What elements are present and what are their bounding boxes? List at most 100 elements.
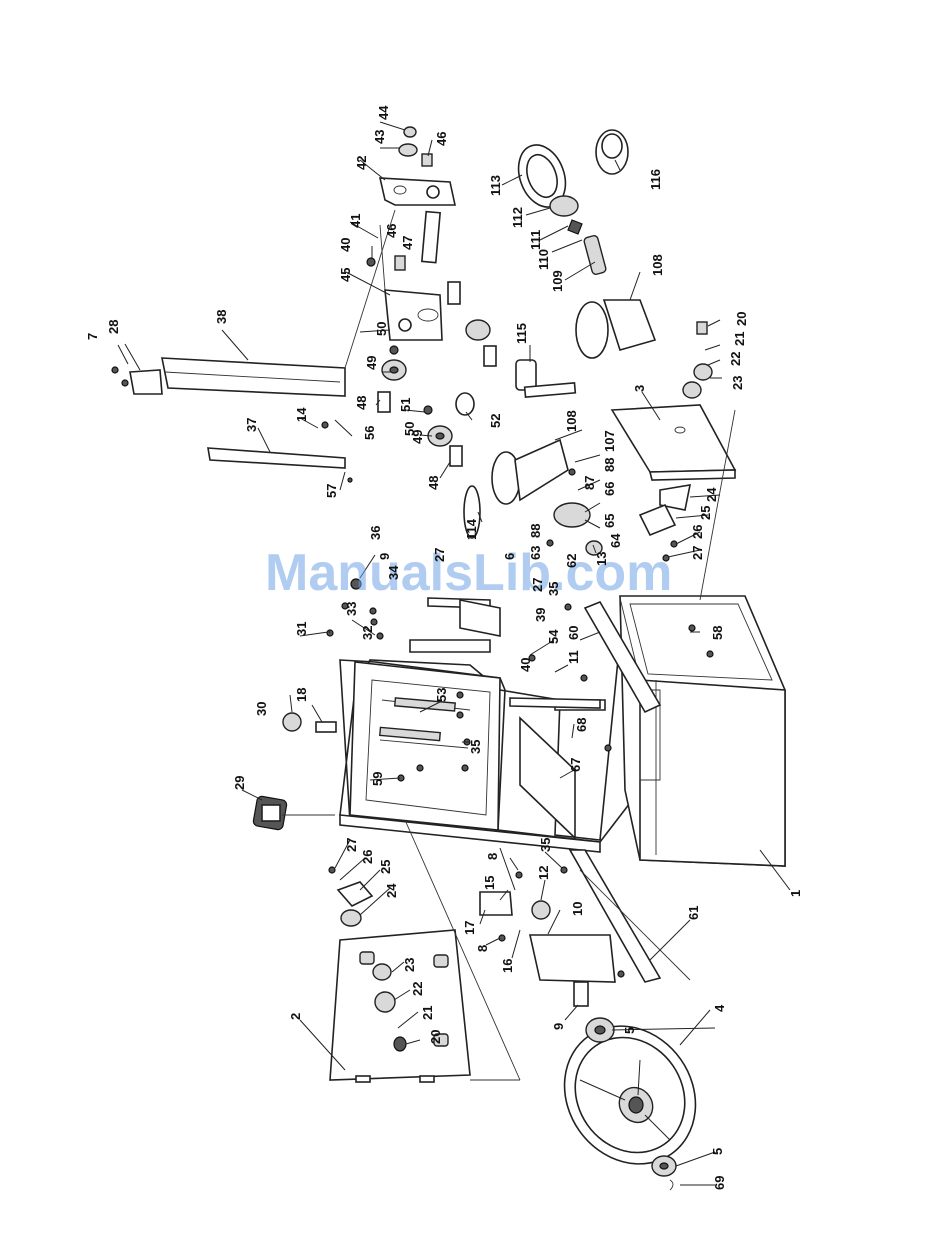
label-108a: 108 <box>564 410 579 432</box>
label-110: 110 <box>536 249 551 270</box>
label-45: 45 <box>338 268 353 282</box>
guide-block-part <box>378 126 456 341</box>
label-3: 3 <box>632 385 647 392</box>
label-116: 116 <box>648 169 663 190</box>
label-47: 47 <box>400 236 415 250</box>
label-62: 62 <box>564 554 579 568</box>
leader-lines <box>117 121 791 1186</box>
label-20a: 20 <box>734 312 749 326</box>
wheel-part <box>563 1025 697 1165</box>
label-68: 68 <box>574 718 589 732</box>
label-30: 30 <box>254 702 269 716</box>
label-46a: 46 <box>434 132 449 146</box>
label-25b: 25 <box>378 860 393 874</box>
label-114: 114 <box>464 518 479 540</box>
label-4: 4 <box>712 1004 727 1012</box>
label-17: 17 <box>462 921 477 935</box>
label-26b: 26 <box>360 850 375 864</box>
label-108b: 108 <box>650 254 665 276</box>
label-41: 41 <box>348 214 363 228</box>
label-16: 16 <box>500 959 515 973</box>
label-25a: 25 <box>698 506 713 520</box>
label-69: 69 <box>712 1176 727 1190</box>
label-11: 11 <box>566 650 581 664</box>
label-27d: 27 <box>530 578 545 592</box>
main-frame-part <box>339 638 641 853</box>
label-32: 32 <box>360 626 375 640</box>
label-88a: 88 <box>602 458 617 472</box>
label-31: 31 <box>294 622 309 636</box>
label-33: 33 <box>344 602 359 616</box>
label-13: 13 <box>594 552 609 566</box>
label-57: 57 <box>324 484 339 498</box>
label-35a: 35 <box>468 740 483 754</box>
handle-and-knob-part <box>252 321 713 1052</box>
label-113: 113 <box>488 175 503 196</box>
label-40b: 40 <box>518 658 533 672</box>
label-56: 56 <box>362 426 377 440</box>
watermark: ManualsLib.com <box>265 544 672 602</box>
label-88b: 88 <box>528 524 543 538</box>
grinder-attachment-part <box>463 129 657 556</box>
label-49a: 49 <box>364 356 379 370</box>
label-26a: 26 <box>690 525 705 539</box>
label-35b: 35 <box>538 838 553 852</box>
label-52: 52 <box>488 414 503 428</box>
label-67: 67 <box>568 758 583 772</box>
label-64: 64 <box>608 533 623 548</box>
label-23a: 23 <box>730 376 745 390</box>
label-54: 54 <box>546 629 561 644</box>
label-50b: 50 <box>402 422 417 436</box>
label-65: 65 <box>602 514 617 528</box>
part-number-labels: 1 2 3 4 5 5 6 7 8 8 9 9 10 11 12 13 14 1… <box>85 105 803 1190</box>
label-111: 111 <box>528 230 543 250</box>
label-44: 44 <box>376 105 391 120</box>
label-48a: 48 <box>354 396 369 410</box>
column-part <box>129 357 346 469</box>
label-6: 6 <box>502 553 517 560</box>
label-37: 37 <box>244 418 259 432</box>
label-66: 66 <box>602 482 617 496</box>
right-panel-part <box>610 404 737 481</box>
label-39: 39 <box>533 608 548 622</box>
label-12: 12 <box>536 866 551 880</box>
label-18: 18 <box>294 688 309 702</box>
bearing-5-part <box>585 1017 677 1191</box>
label-40a: 40 <box>338 238 353 252</box>
label-21b: 21 <box>420 1006 435 1020</box>
label-27a: 27 <box>690 546 705 560</box>
label-24a: 24 <box>704 487 719 502</box>
label-43: 43 <box>372 130 387 144</box>
label-35c: 35 <box>546 582 561 596</box>
label-51: 51 <box>398 398 413 412</box>
label-61: 61 <box>686 906 701 920</box>
label-107: 107 <box>602 430 617 452</box>
label-7: 7 <box>85 333 100 340</box>
label-115: 115 <box>514 323 529 344</box>
label-15: 15 <box>482 876 497 890</box>
label-22a: 22 <box>728 352 743 366</box>
label-87: 87 <box>582 476 597 490</box>
label-112: 112 <box>510 207 525 228</box>
label-20b: 20 <box>428 1030 443 1044</box>
label-14: 14 <box>294 407 309 422</box>
label-48b: 48 <box>426 476 441 490</box>
label-10: 10 <box>570 902 585 916</box>
label-22b: 22 <box>410 982 425 996</box>
label-27b: 27 <box>344 838 359 852</box>
label-36: 36 <box>368 526 383 540</box>
label-59: 59 <box>370 772 385 786</box>
label-27c: 27 <box>432 548 447 562</box>
label-9b: 9 <box>551 1023 566 1030</box>
label-63: 63 <box>528 546 543 560</box>
label-53: 53 <box>434 688 449 702</box>
label-49b: 49 <box>410 430 425 444</box>
label-5a: 5 <box>622 1027 637 1034</box>
label-50a: 50 <box>374 322 389 336</box>
label-46b: 46 <box>384 224 399 238</box>
label-34: 34 <box>386 565 401 580</box>
fasteners-part <box>111 257 714 978</box>
left-panel-part <box>329 929 471 1083</box>
guide-rail-part <box>409 597 662 714</box>
